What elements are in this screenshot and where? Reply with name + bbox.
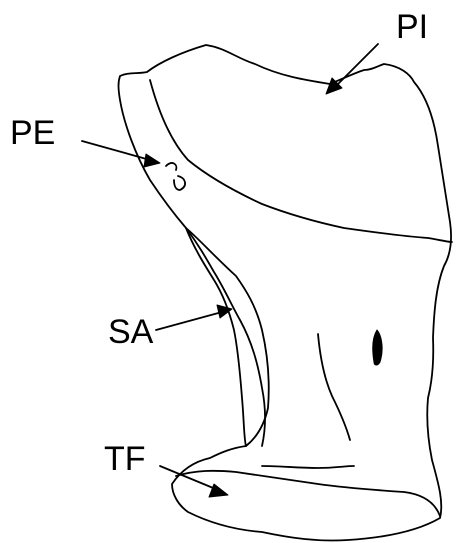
label-pi: PI — [396, 8, 429, 46]
label-pe: PE — [10, 114, 56, 152]
label-sa: SA — [108, 313, 154, 351]
pi-boundary-line — [149, 79, 453, 243]
sa-inner-line — [185, 227, 266, 447]
arrow-pi-line — [333, 43, 379, 89]
label-tf: TF — [104, 440, 146, 478]
arrow-sa-head — [216, 304, 233, 319]
arrow-tf-line — [159, 465, 219, 491]
sa-outer-contour — [185, 227, 247, 447]
bone-outline — [117, 44, 452, 542]
shaft-line — [317, 333, 351, 441]
tf-facet-line — [175, 469, 441, 517]
pe-mark — [165, 162, 186, 191]
arrow-pi-head — [325, 77, 343, 95]
arrow-pe-line — [81, 140, 151, 161]
tf-top-line — [261, 465, 355, 469]
arrow-pe-head — [143, 153, 161, 168]
foramen-mark — [372, 329, 383, 366]
arrow-sa-line — [155, 311, 223, 331]
arrow-tf-head — [208, 483, 229, 498]
